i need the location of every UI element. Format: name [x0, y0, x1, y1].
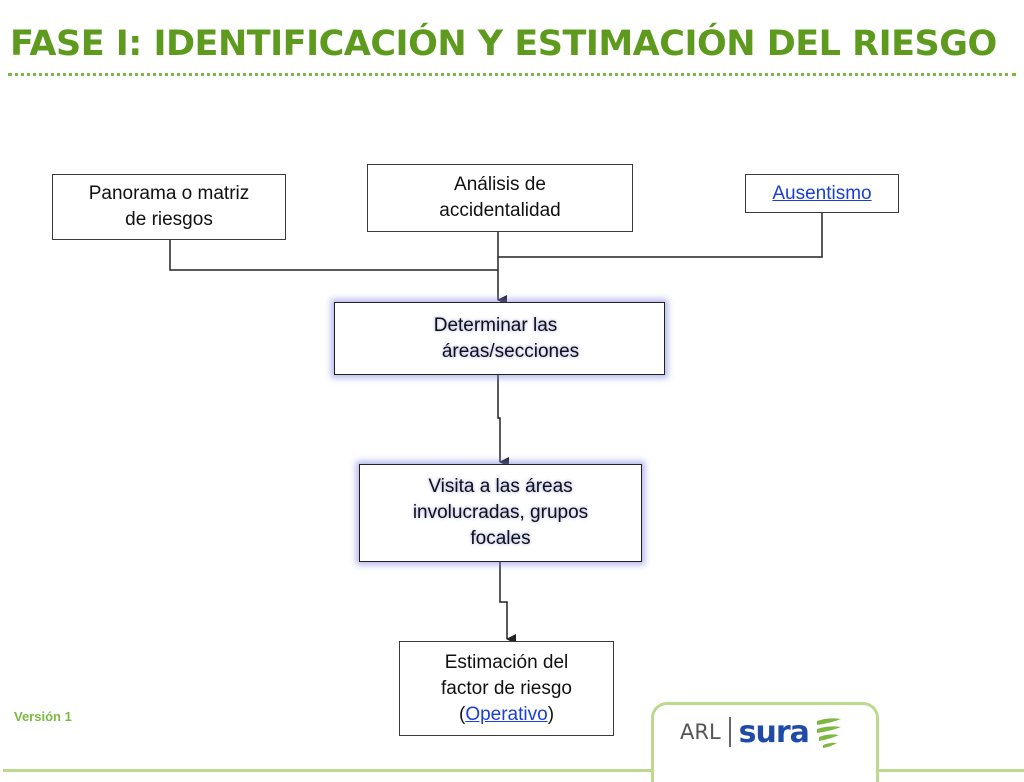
- node-visita-line-1: Visita a las áreas: [428, 476, 573, 497]
- logo-arl-text: ARL: [680, 720, 721, 744]
- node-visita: Visita a las áreas involucradas, grupos …: [359, 464, 642, 562]
- node-panorama-line-2: de riesgos: [125, 209, 213, 230]
- paren-open: (: [458, 703, 466, 725]
- node-analisis: Análisis de accidentalidad: [367, 164, 633, 232]
- node-estimacion-line-2: factor de riesgo: [441, 677, 572, 699]
- ausentismo-link[interactable]: Ausentismo: [772, 182, 872, 204]
- sura-leaf-icon: [816, 718, 841, 748]
- node-determinar: Determinar las áreas/secciones: [334, 302, 665, 375]
- node-estimacion: Estimación del factor de riesgo (Operati…: [399, 641, 614, 736]
- connector-ausentismo: [498, 213, 823, 258]
- connector-panorama: [169, 240, 498, 271]
- operativo-link[interactable]: Operativo: [465, 703, 548, 725]
- node-analisis-line-1: Análisis de: [454, 174, 546, 195]
- node-analisis-line-2: accidentalidad: [439, 200, 561, 221]
- node-visita-line-3: focales: [470, 528, 531, 549]
- node-estimacion-line-3: (Operativo): [441, 702, 572, 728]
- paren-close: ): [547, 703, 555, 725]
- node-panorama: Panorama o matriz de riesgos: [52, 174, 286, 240]
- node-determinar-line-1: Determinar las: [433, 314, 558, 336]
- connector-determinar-visita: [497, 375, 509, 467]
- node-visita-line-2: involucradas, grupos: [412, 502, 589, 523]
- arl-sura-logo: ARL sura: [680, 712, 843, 752]
- logo-separator: [728, 717, 731, 747]
- connector-visita-estimacion: [499, 562, 516, 644]
- version-label: Versión 1: [14, 709, 72, 724]
- page-title: FASE I: IDENTIFICACIÓN Y ESTIMACIÓN DEL …: [10, 24, 997, 64]
- node-estimacion-line-1: Estimación del: [444, 651, 569, 673]
- title-divider: [8, 73, 1016, 76]
- node-determinar-line-2: áreas/secciones: [441, 340, 580, 362]
- node-panorama-line-1: Panorama o matriz: [88, 183, 250, 204]
- logo-sura-text: sura: [738, 714, 810, 750]
- node-ausentismo: Ausentismo: [745, 174, 899, 213]
